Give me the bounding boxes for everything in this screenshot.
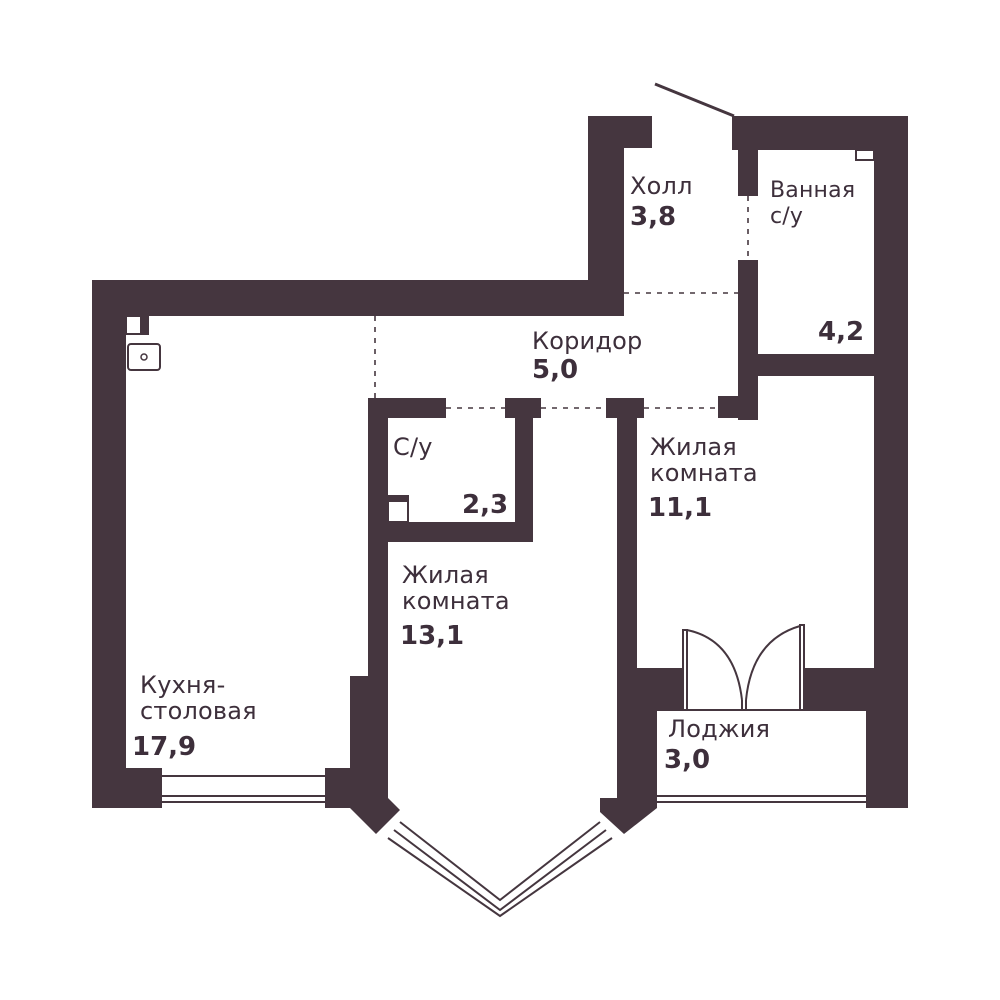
living-center-name: Жилая комната [402, 561, 510, 615]
corridor-name: Коридор [532, 327, 643, 355]
loggia-area: 3,0 [664, 745, 711, 775]
fixtures [125, 149, 875, 523]
living-right-name: Жилая комната [650, 433, 758, 487]
corridor-area: 5,0 [532, 355, 579, 385]
living-right-area: 11,1 [648, 493, 713, 523]
doors [654, 82, 805, 711]
loggia-name: Лоджия [668, 715, 771, 743]
bathroom-area: 4,2 [818, 317, 865, 347]
kitchen-area: 17,9 [132, 732, 197, 762]
living-center-area: 13,1 [400, 621, 465, 651]
bathroom-name: Ванная с/у [770, 178, 856, 229]
windows [162, 709, 866, 918]
wc-area: 2,3 [462, 490, 509, 520]
walls [92, 116, 908, 834]
hall-name: Холл [630, 172, 693, 200]
wc-name: С/у [393, 433, 433, 461]
kitchen-name: Кухня- столовая [140, 671, 257, 725]
room-boundaries [374, 196, 749, 409]
hall-area: 3,8 [630, 202, 677, 232]
